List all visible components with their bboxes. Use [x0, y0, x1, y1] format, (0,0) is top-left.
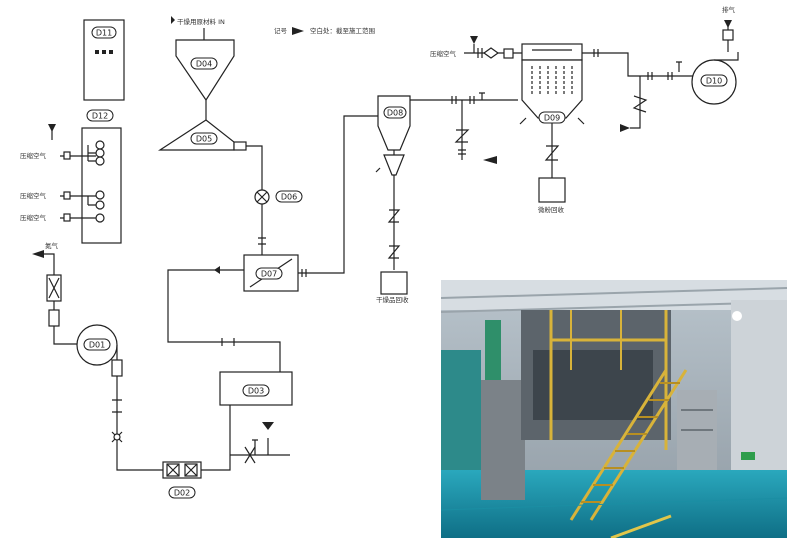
d11-control-panel: D11 — [83, 19, 125, 101]
d10-label: D10 — [706, 77, 722, 86]
d12-label: D12 — [92, 112, 108, 121]
d10-exhaust-blower: D10 排气 — [620, 5, 739, 132]
spray-dryer-installation-photo — [441, 280, 787, 538]
feed-in-label: 干燥用原材料 IN — [177, 17, 225, 26]
d06-rotary-valve: D06 — [254, 189, 303, 255]
d02-label: D02 — [174, 489, 190, 498]
d09-bag-filter: 压缩空气 D09 微粉回收 — [430, 36, 694, 214]
d04-feed-hopper: 干燥用原材料 IN D04 — [171, 16, 235, 120]
d05-label: D05 — [196, 135, 212, 144]
d09-air-label: 压缩空气 — [430, 49, 457, 58]
d03-tank: D03 — [167, 266, 293, 406]
d08-label: D08 — [387, 109, 403, 118]
d09-label: D09 — [544, 114, 560, 123]
legend: 记号 空白处：截至施工范围 — [274, 26, 375, 35]
dry-product-label: 干燥品回收 — [376, 295, 409, 304]
d12-air-label-2: 压缩空气 — [20, 191, 47, 200]
d05-screw-feeder: D05 — [157, 119, 263, 190]
nitrogen-label: 氮气 — [45, 241, 59, 250]
d07-label: D07 — [261, 270, 277, 279]
nitrogen-inlet: 氮气 — [32, 241, 78, 345]
legend-text: 空白处：截至施工范围 — [310, 26, 375, 35]
d06-label: D06 — [281, 193, 297, 202]
d08-cyclone: D08 干燥品回收 — [375, 92, 518, 304]
d12-air-label-1: 压缩空气 — [20, 151, 47, 160]
fine-powder-label: 微粉回收 — [538, 205, 565, 214]
exhaust-label: 排气 — [722, 5, 736, 14]
photo-illustration — [441, 280, 787, 538]
d02-filter-unit: D02 — [162, 405, 290, 499]
d12-air-label-3: 压缩空气 — [20, 213, 47, 222]
legend-prefix: 记号 — [274, 27, 288, 35]
d01-label: D01 — [89, 341, 105, 350]
d01-heater: D01 — [76, 324, 163, 471]
d03-label: D03 — [248, 387, 264, 396]
d04-label: D04 — [196, 60, 212, 69]
d12-valve-panel: D12 压缩空气 压缩空气 压缩空气 — [20, 109, 122, 244]
d07-dispersion-unit: D07 — [243, 115, 378, 292]
d11-label: D11 — [96, 29, 112, 38]
